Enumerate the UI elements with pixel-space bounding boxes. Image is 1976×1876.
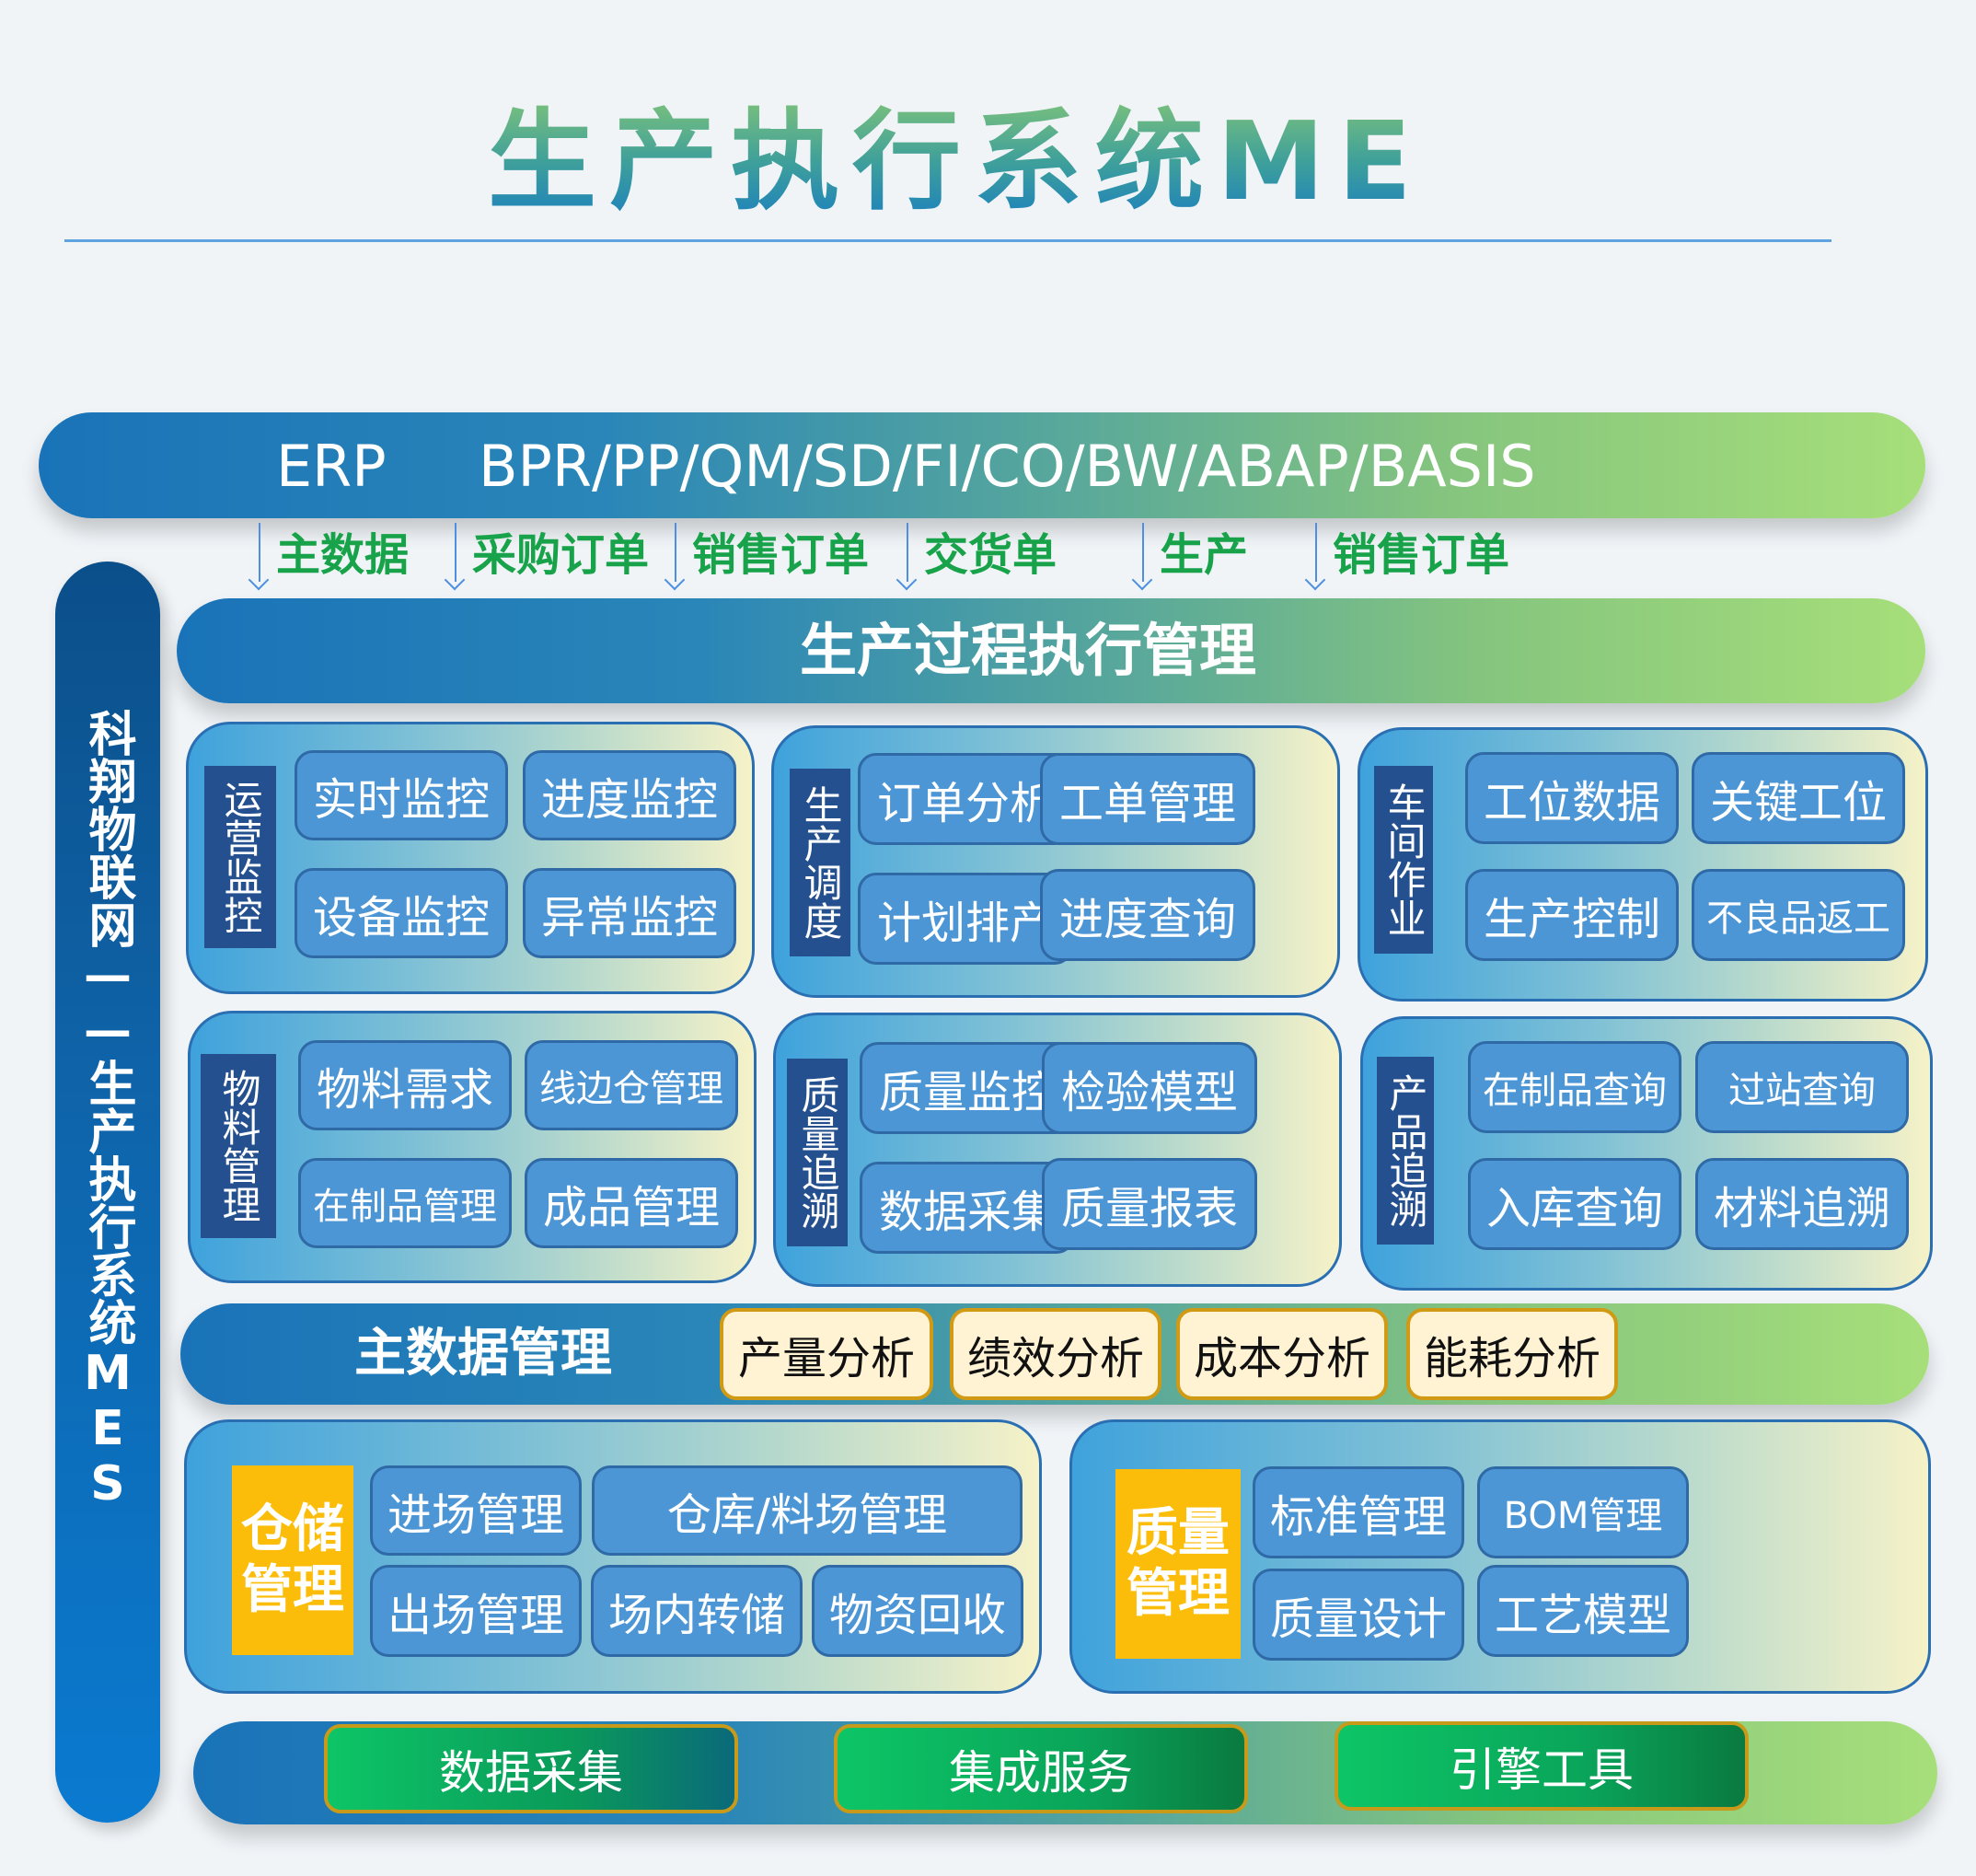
flow-label: 销售订单 — [1333, 529, 1510, 581]
module-label: 产品追溯 — [1377, 1057, 1434, 1245]
flow-label: 生产 — [1160, 529, 1249, 581]
foundation-button[interactable]: 集成服务 — [834, 1724, 1248, 1813]
down-arrow-icon — [248, 523, 271, 589]
module-tile[interactable]: 质量监控 — [860, 1042, 1075, 1134]
flow-label: 主数据 — [276, 529, 410, 581]
module-tile[interactable]: 进度查询 — [1040, 869, 1255, 961]
flow-item: 销售订单 — [1305, 523, 1509, 596]
analysis-button[interactable]: 能耗分析 — [1406, 1308, 1618, 1400]
down-arrow-icon — [445, 523, 467, 589]
module-tile[interactable]: 入库查询 — [1468, 1158, 1681, 1250]
flow-label: 采购订单 — [472, 529, 650, 581]
module-tile[interactable]: 检验模型 — [1042, 1042, 1257, 1134]
module-tile[interactable]: 生产控制 — [1465, 869, 1679, 961]
execution-bar — [177, 598, 1925, 703]
module-tile[interactable]: 过站查询 — [1695, 1041, 1909, 1133]
flow-label: 销售订单 — [692, 529, 870, 581]
module-tile[interactable]: 关键工位 — [1692, 752, 1905, 844]
quality-tile[interactable]: 工艺模型 — [1477, 1565, 1689, 1657]
erp-label: ERP — [276, 433, 387, 500]
module-tile[interactable]: 线边仓管理 — [525, 1040, 738, 1130]
erp-modules: BPR/PP/QM/SD/FI/CO/BW/ABAP/BASIS — [479, 433, 1536, 500]
module-label: 物料管理 — [201, 1054, 276, 1238]
analysis-button[interactable]: 绩效分析 — [950, 1308, 1161, 1400]
module-label: 运营监控 — [204, 766, 276, 948]
quality-tile[interactable]: BOM管理 — [1477, 1466, 1689, 1558]
warehouse-tile[interactable]: 进场管理 — [370, 1465, 582, 1556]
flow-label: 交货单 — [924, 529, 1057, 581]
flow-item: 交货单 — [896, 523, 1057, 596]
title-divider — [64, 239, 1832, 242]
flow-item: 生产 — [1132, 523, 1248, 596]
module-label: 生产调度 — [790, 769, 850, 956]
module-tile[interactable]: 在制品查询 — [1468, 1041, 1681, 1133]
erp-bar-text: ERP BPR/PP/QM/SD/FI/CO/BW/ABAP/BASIS — [276, 425, 1536, 508]
warehouse-tile[interactable]: 出场管理 — [370, 1565, 582, 1657]
flow-item: 采购订单 — [445, 523, 649, 596]
analysis-button[interactable]: 成本分析 — [1176, 1308, 1388, 1400]
execution-title: 生产过程执行管理 — [799, 617, 1256, 684]
page-title: 生产执行系统MES — [488, 98, 1517, 225]
module-tile[interactable]: 实时监控 — [295, 750, 508, 840]
analysis-button[interactable]: 产量分析 — [720, 1308, 933, 1400]
module-tile[interactable]: 计划排产 — [858, 873, 1073, 965]
module-tile[interactable]: 质量报表 — [1042, 1158, 1257, 1250]
flow-item: 销售订单 — [664, 523, 869, 596]
quality-label: 质量管理 — [1115, 1469, 1241, 1659]
module-tile[interactable]: 工单管理 — [1040, 753, 1255, 845]
warehouse-label: 仓储管理 — [232, 1465, 353, 1655]
warehouse-tile[interactable]: 仓库/料场管理 — [592, 1465, 1023, 1556]
warehouse-tile[interactable]: 场内转储 — [591, 1565, 803, 1657]
module-tile[interactable]: 进度监控 — [523, 750, 736, 840]
foundation-button[interactable]: 引擎工具 — [1335, 1721, 1749, 1811]
module-tile[interactable]: 数据采集 — [860, 1162, 1075, 1254]
module-tile[interactable]: 在制品管理 — [298, 1158, 512, 1248]
module-label: 质量追溯 — [787, 1059, 848, 1246]
side-banner — [55, 562, 160, 1823]
warehouse-tile[interactable]: 物资回收 — [812, 1565, 1023, 1657]
module-tile[interactable]: 成品管理 — [525, 1158, 738, 1248]
module-tile[interactable]: 材料追溯 — [1695, 1158, 1909, 1250]
module-label: 车间作业 — [1374, 766, 1433, 954]
down-arrow-icon — [896, 523, 919, 589]
down-arrow-icon — [1132, 523, 1154, 589]
quality-tile[interactable]: 标准管理 — [1253, 1466, 1464, 1558]
flow-item: 主数据 — [248, 523, 409, 596]
master-data-title: 主数据管理 — [354, 1324, 612, 1384]
module-tile[interactable]: 物料需求 — [298, 1040, 512, 1130]
down-arrow-icon — [664, 523, 687, 589]
module-tile[interactable]: 异常监控 — [523, 868, 736, 958]
erp-bar — [39, 412, 1925, 518]
down-arrow-icon — [1305, 523, 1327, 589]
side-banner-label: 科翔物联网——生产执行系统MES — [80, 709, 135, 1511]
foundation-button[interactable]: 数据采集 — [324, 1724, 738, 1813]
module-tile[interactable]: 设备监控 — [295, 868, 508, 958]
module-tile[interactable]: 工位数据 — [1465, 752, 1679, 844]
module-tile[interactable]: 订单分析 — [858, 753, 1073, 845]
quality-tile[interactable]: 质量设计 — [1253, 1569, 1464, 1661]
module-tile[interactable]: 不良品返工 — [1692, 869, 1905, 961]
